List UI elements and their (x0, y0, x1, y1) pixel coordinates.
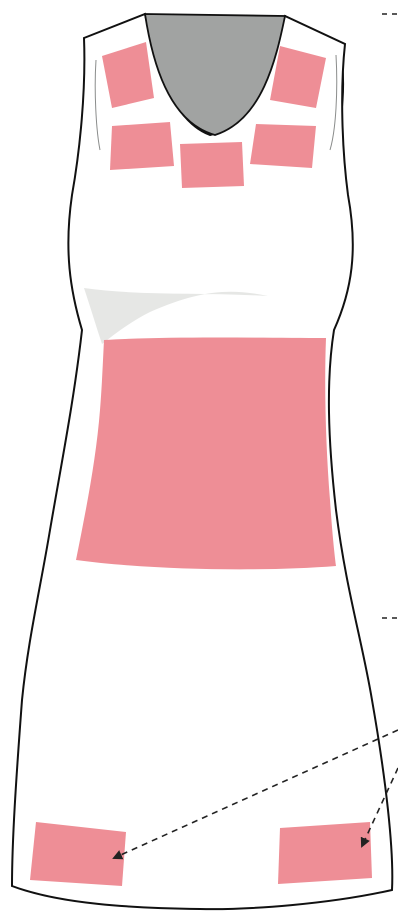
yoke-panel-left-bottom (110, 122, 174, 170)
bust-fold-shadow (84, 288, 268, 344)
armhole-right-inner (329, 54, 338, 151)
hem-panel-right (278, 822, 372, 884)
callout-hem-right (360, 767, 398, 848)
waist-panel (76, 337, 336, 570)
yoke-panel-right-top (270, 46, 326, 108)
hem-panel-left (30, 822, 126, 886)
armhole-left-inner (94, 59, 101, 151)
neckline-lining (143, 13, 287, 136)
yoke-panel-left-top (102, 42, 154, 108)
yoke-panel-center (180, 142, 244, 188)
callout-hem-left (112, 729, 398, 860)
yoke-panel-right-bottom (250, 124, 316, 168)
